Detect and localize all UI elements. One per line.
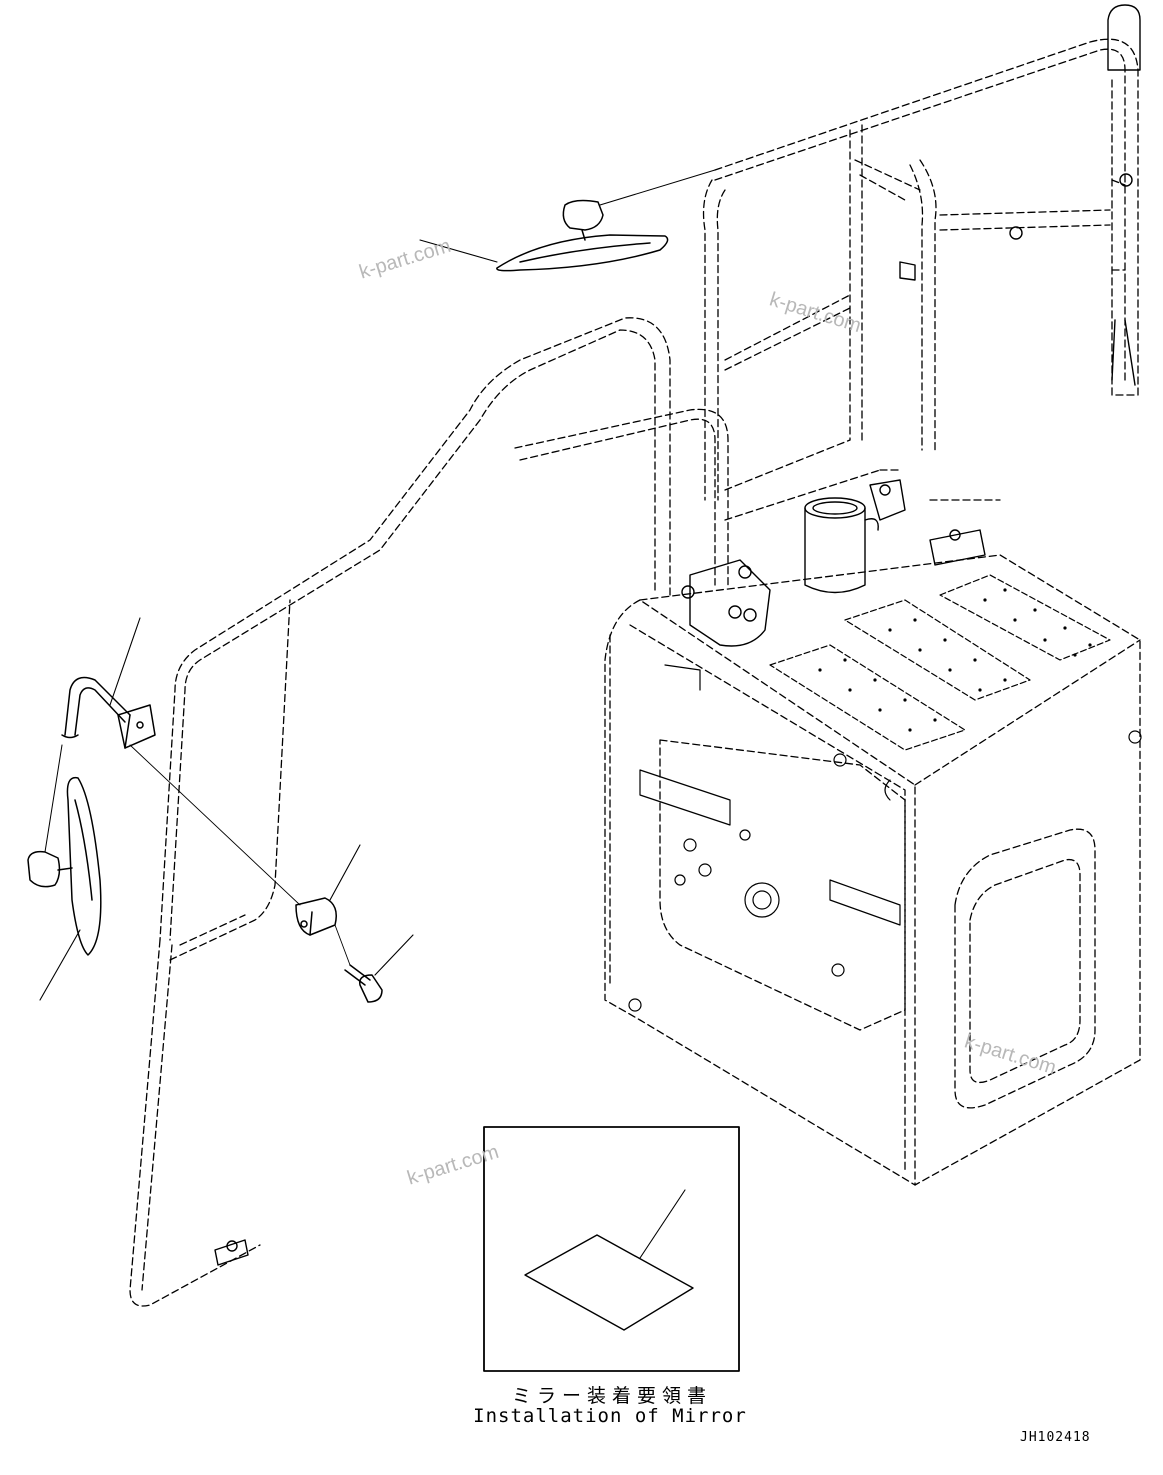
tank-front-fittings xyxy=(628,664,1142,1012)
bolt-part xyxy=(344,934,414,1003)
tank-body xyxy=(604,554,1141,1186)
assembly-line xyxy=(129,744,351,966)
tank-top-plates xyxy=(769,574,1111,751)
lower-mirror xyxy=(27,744,102,1001)
tank-plate-dots xyxy=(818,588,1092,732)
upper-frame xyxy=(702,38,1139,521)
upper-mirror xyxy=(419,169,716,272)
mirror-stay xyxy=(61,617,156,749)
inset-caption-en: Installation of Mirror xyxy=(473,1405,747,1427)
tank-mount-bracket xyxy=(214,4,1141,1266)
inset-frame xyxy=(483,1126,740,1372)
clamp-part xyxy=(295,844,361,936)
inset-caption-jp: ミラー装着要領書 xyxy=(511,1385,712,1407)
manual-sheet xyxy=(524,1234,694,1331)
handrail-tube xyxy=(129,317,729,1307)
drawing-code: JH102418 xyxy=(1020,1430,1091,1445)
filler-neck xyxy=(804,497,879,594)
